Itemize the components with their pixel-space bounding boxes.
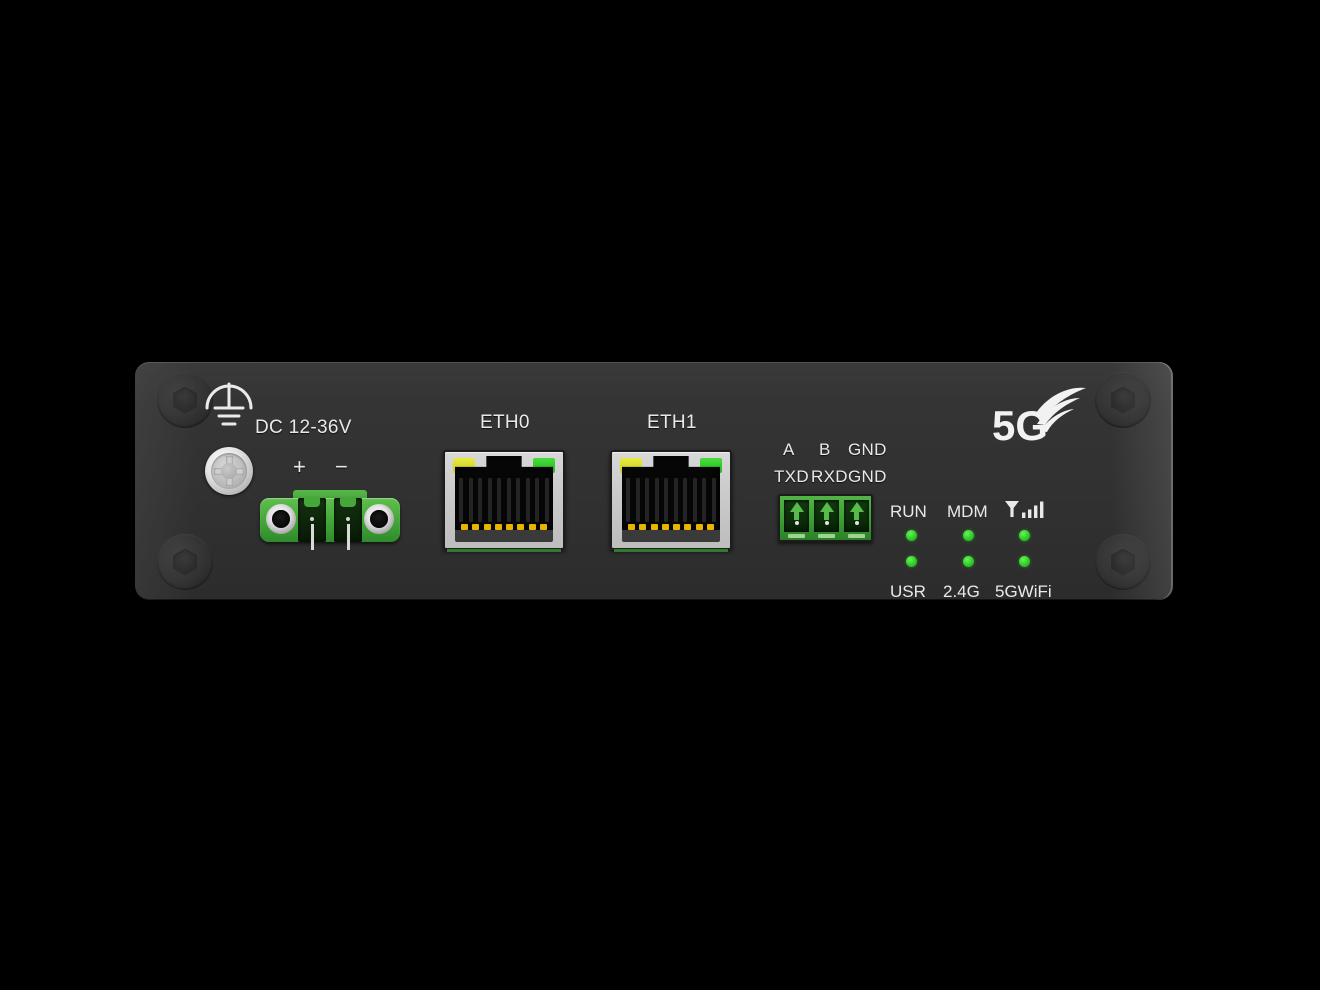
- hex-socket-icon: [173, 548, 197, 576]
- 5g-brand-logo: 5G: [990, 384, 1090, 449]
- serial-terminal-slot-gnd[interactable]: [844, 500, 869, 532]
- rj45-contact-pins: [628, 524, 714, 530]
- terminal-notch: [340, 498, 356, 507]
- terminal-arrow-stem: [854, 511, 859, 520]
- power-terminal-positive[interactable]: [298, 498, 326, 550]
- led-5gwifi: [1019, 556, 1030, 567]
- serial-bottom-label-txd: TXD: [774, 467, 809, 486]
- rj45-fins: [459, 478, 549, 522]
- ethernet-port-eth1[interactable]: [610, 450, 732, 552]
- serial-bottom-label-gnd: GND: [848, 467, 887, 486]
- earth-ground-symbol: [201, 382, 257, 430]
- terminal-screw-dot: [310, 517, 314, 521]
- eth1-label: ETH1: [647, 412, 697, 433]
- led-24g: [963, 556, 974, 567]
- power-positive-label: +: [293, 454, 307, 479]
- terminal-arrow-stem: [794, 511, 799, 520]
- terminal-arrow-stem: [824, 511, 829, 520]
- rj45-contact-pins: [461, 524, 547, 530]
- led-label-run: RUN: [890, 502, 927, 521]
- serial-foot: [848, 534, 865, 538]
- terminal-tail: [310, 524, 314, 550]
- power-mount-hole-right: [364, 504, 394, 534]
- status-led-bank: RUN MDM USR 2.4G: [890, 500, 1052, 601]
- rj45-tray: [622, 530, 720, 542]
- power-terminal-connector[interactable]: [260, 490, 400, 550]
- terminal-arrow-icon: [819, 502, 834, 512]
- device-front-panel: DC 12-36V + − ETH0: [135, 362, 1173, 601]
- terminal-arrow-icon: [849, 502, 864, 512]
- terminal-screw-dot: [854, 521, 859, 525]
- power-negative-label: −: [335, 454, 349, 479]
- led-label-usr: USR: [890, 582, 926, 601]
- terminal-notch: [304, 498, 320, 507]
- hex-socket-icon: [1111, 386, 1135, 414]
- screw-center: [221, 463, 237, 479]
- eth0-label: ETH0: [480, 412, 530, 433]
- rj45-base-strip: [447, 549, 561, 552]
- rj45-tray: [455, 530, 553, 542]
- terminal-screw-dot: [346, 517, 350, 521]
- terminal-arrow-icon: [789, 502, 804, 512]
- panel-screw-bottom-right: [1095, 534, 1151, 590]
- rj45-base-strip: [614, 549, 728, 552]
- panel-screw-bottom-left: [157, 534, 213, 590]
- serial-terminal-slot-b[interactable]: [814, 500, 839, 532]
- power-mount-hole-left: [266, 504, 296, 534]
- led-run: [906, 530, 917, 541]
- led-label-5gwifi: 5GWiFi: [995, 582, 1052, 601]
- led-usr: [906, 556, 917, 567]
- terminal-screw-dot: [824, 521, 829, 525]
- serial-foot: [818, 534, 835, 538]
- ethernet-port-eth0[interactable]: [443, 450, 565, 552]
- serial-bottom-label-rxd: RXD: [811, 467, 848, 486]
- led-label-mdm: MDM: [947, 502, 988, 521]
- serial-top-label-a: A: [783, 440, 795, 459]
- power-voltage-label: DC 12-36V: [255, 417, 352, 438]
- panel-screw-top-right: [1095, 372, 1151, 428]
- serial-top-label-gnd: GND: [848, 440, 887, 459]
- hex-socket-icon: [173, 386, 197, 414]
- power-terminal-negative[interactable]: [334, 498, 362, 550]
- terminal-tail: [346, 524, 350, 550]
- led-label-24g: 2.4G: [943, 582, 980, 601]
- led-signal: [1019, 530, 1030, 541]
- led-mdm: [963, 530, 974, 541]
- serial-terminal-slot-a[interactable]: [784, 500, 809, 532]
- serial-foot: [788, 534, 805, 538]
- 5g-logo-text: 5G: [992, 402, 1048, 444]
- hex-socket-icon: [1111, 548, 1135, 576]
- panel-screw-top-left: [157, 372, 213, 428]
- serial-terminal-connector[interactable]: [778, 494, 873, 542]
- rj45-fins: [626, 478, 716, 522]
- terminal-screw-dot: [794, 521, 799, 525]
- serial-top-label-b: B: [819, 440, 831, 459]
- ground-screw[interactable]: [205, 447, 253, 495]
- signal-strength-icon: [1004, 500, 1046, 520]
